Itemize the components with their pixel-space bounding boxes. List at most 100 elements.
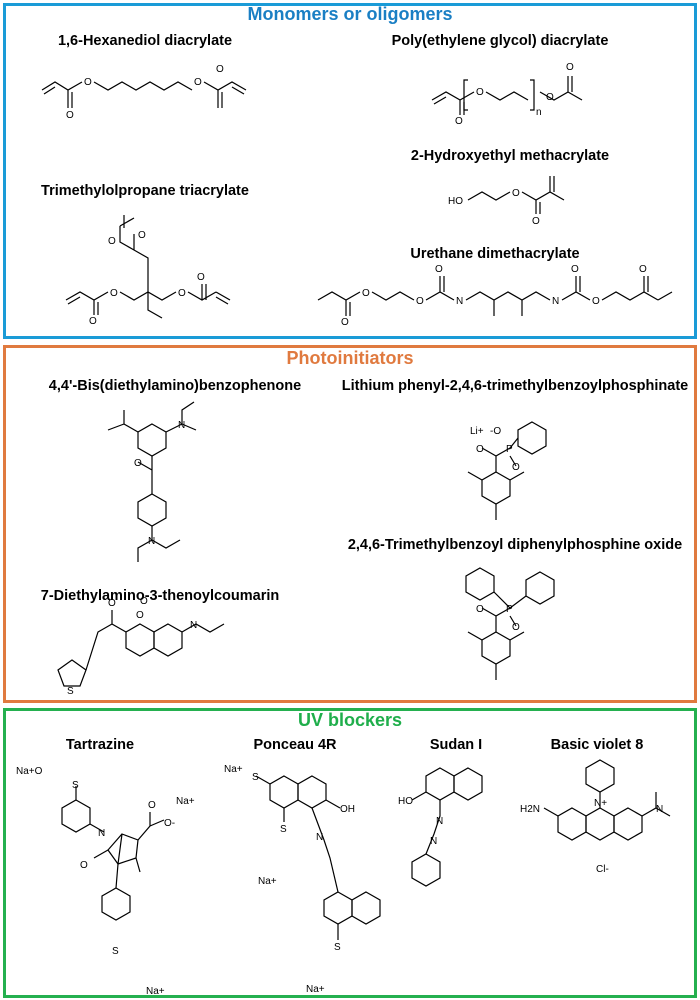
structure-sudan: HO N N [398,767,483,887]
atom-o: O [546,92,554,103]
name-bdbp: 4,4'-Bis(diethylamino)benzophenone [48,378,302,394]
atom-o: O [140,596,148,607]
monomers-title: Monomers or oligomers [247,4,453,24]
atom-o: O [178,288,186,299]
monomers-panel [3,3,697,339]
atom-n: n [536,107,542,118]
atom-o: O [571,264,579,275]
atom-o: O [512,462,520,473]
structure-hema: HO O O [448,176,565,227]
atom-o: O [341,317,349,328]
uv-blockers-panel [3,708,697,998]
atom-o: O [66,110,74,121]
atom-o: O [476,87,484,98]
atom-n: N [98,828,105,839]
atom-nplus: N+ [594,798,607,809]
structure-hdda: O O O O [41,64,247,121]
atom-s: S [72,780,79,791]
name-hdda: 1,6-Hexanediol diacrylate [57,33,233,49]
structure-lap: Li+ -O O P O [467,421,547,520]
atom-na: Na+ [224,764,243,775]
atom-oneg: -O [490,426,501,437]
atom-o: O [134,458,142,469]
atom-o: O [512,188,520,199]
atom-o: O [108,598,116,609]
atom-o: O [532,216,540,227]
structure-basic-violet: H2N N+ N Cl- [520,759,671,875]
atom-cl: Cl- [596,864,609,875]
atom-s: S [280,824,287,835]
atom-p: P [506,604,513,615]
atom-p: P [506,444,513,455]
atom-o: O [216,64,224,75]
atom-ominus: O- [164,818,175,829]
name-tmpta: Trimethylolpropane triacrylate [41,183,249,199]
name-basic-violet: Basic violet 8 [550,737,644,753]
atom-o: O [476,604,484,615]
atom-o: O [592,296,600,307]
atom-o: O [110,288,118,299]
atom-o: O [194,77,202,88]
atom-n: N [190,620,197,631]
atom-o: O [148,800,156,811]
atom-o: O [89,316,97,327]
atom-n: N [436,816,443,827]
atom-na: Na+ [258,876,277,887]
atom-o: O [80,860,88,871]
name-tpo: 2,4,6-Trimethylbenzoyl diphenylphosphine… [347,537,683,553]
atom-o: O [136,610,144,621]
atom-na: Na+ [176,796,195,807]
atom-ho: HO [398,796,413,807]
atom-h2n: H2N [520,804,540,815]
atom-o: O [138,230,146,241]
atom-o: O [197,272,205,283]
atom-s: S [252,772,259,783]
atom-oh: OH [340,804,355,815]
name-tartrazine: Tartrazine [65,737,135,753]
name-ponceau: Ponceau 4R [253,737,337,753]
atom-o: O [566,62,574,73]
atom-o: O [84,77,92,88]
atom-o: O [108,236,116,247]
atom-n: N [148,536,155,547]
name-sudan: Sudan I [429,737,483,753]
structure-bdbp: O N N [107,401,197,562]
atom-nh: N [552,296,559,307]
structure-udma: O O N N O O O O O [317,264,673,328]
name-detc: 7-Diethylamino-3-thenoylcoumarin [40,588,280,604]
atom-o: O [362,288,370,299]
structure-ponceau: Na+ S OH S Na+ N S Na+ [224,764,381,995]
atom-o: O [455,116,463,127]
photoinitiators-title: Photoinitiators [286,348,414,368]
photoinitiators-panel [3,345,697,703]
name-hema: 2-Hydroxyethyl methacrylate [410,148,610,164]
atom-li: Li+ [470,426,484,437]
atom-s: S [67,686,74,697]
name-pegda: Poly(ethylene glycol) diacrylate [391,33,609,49]
uv-blockers-title: UV blockers [297,710,403,730]
atom-na: Na+ [306,984,325,995]
atom-s: S [112,946,119,957]
atom-o: O [512,622,520,633]
atom-na: Na+ [146,986,165,997]
structure-tpo: O P O [465,567,555,680]
atom-na: Na+O [16,766,43,777]
atom-n: N [656,804,663,815]
atom-nh: N [456,296,463,307]
atom-s: S [334,942,341,953]
atom-n: N [178,420,185,431]
name-udma: Urethane dimethacrylate [410,246,580,262]
atom-ho: HO [448,196,463,207]
atom-o: O [476,444,484,455]
atom-n: N [316,832,323,843]
atom-o: O [416,296,424,307]
atom-n: N [430,836,437,847]
structure-pegda: O n O O O [431,62,583,127]
name-lap: Lithium phenyl-2,4,6-trimethylbenzoylpho… [341,378,689,394]
structure-detc: O O O N S [57,596,225,697]
structure-tartrazine: Na+O S N O- Na+ O O S Na+ [16,766,195,997]
atom-o: O [435,264,443,275]
atom-o: O [639,264,647,275]
structure-tmpta: O O O O O O [65,215,231,327]
